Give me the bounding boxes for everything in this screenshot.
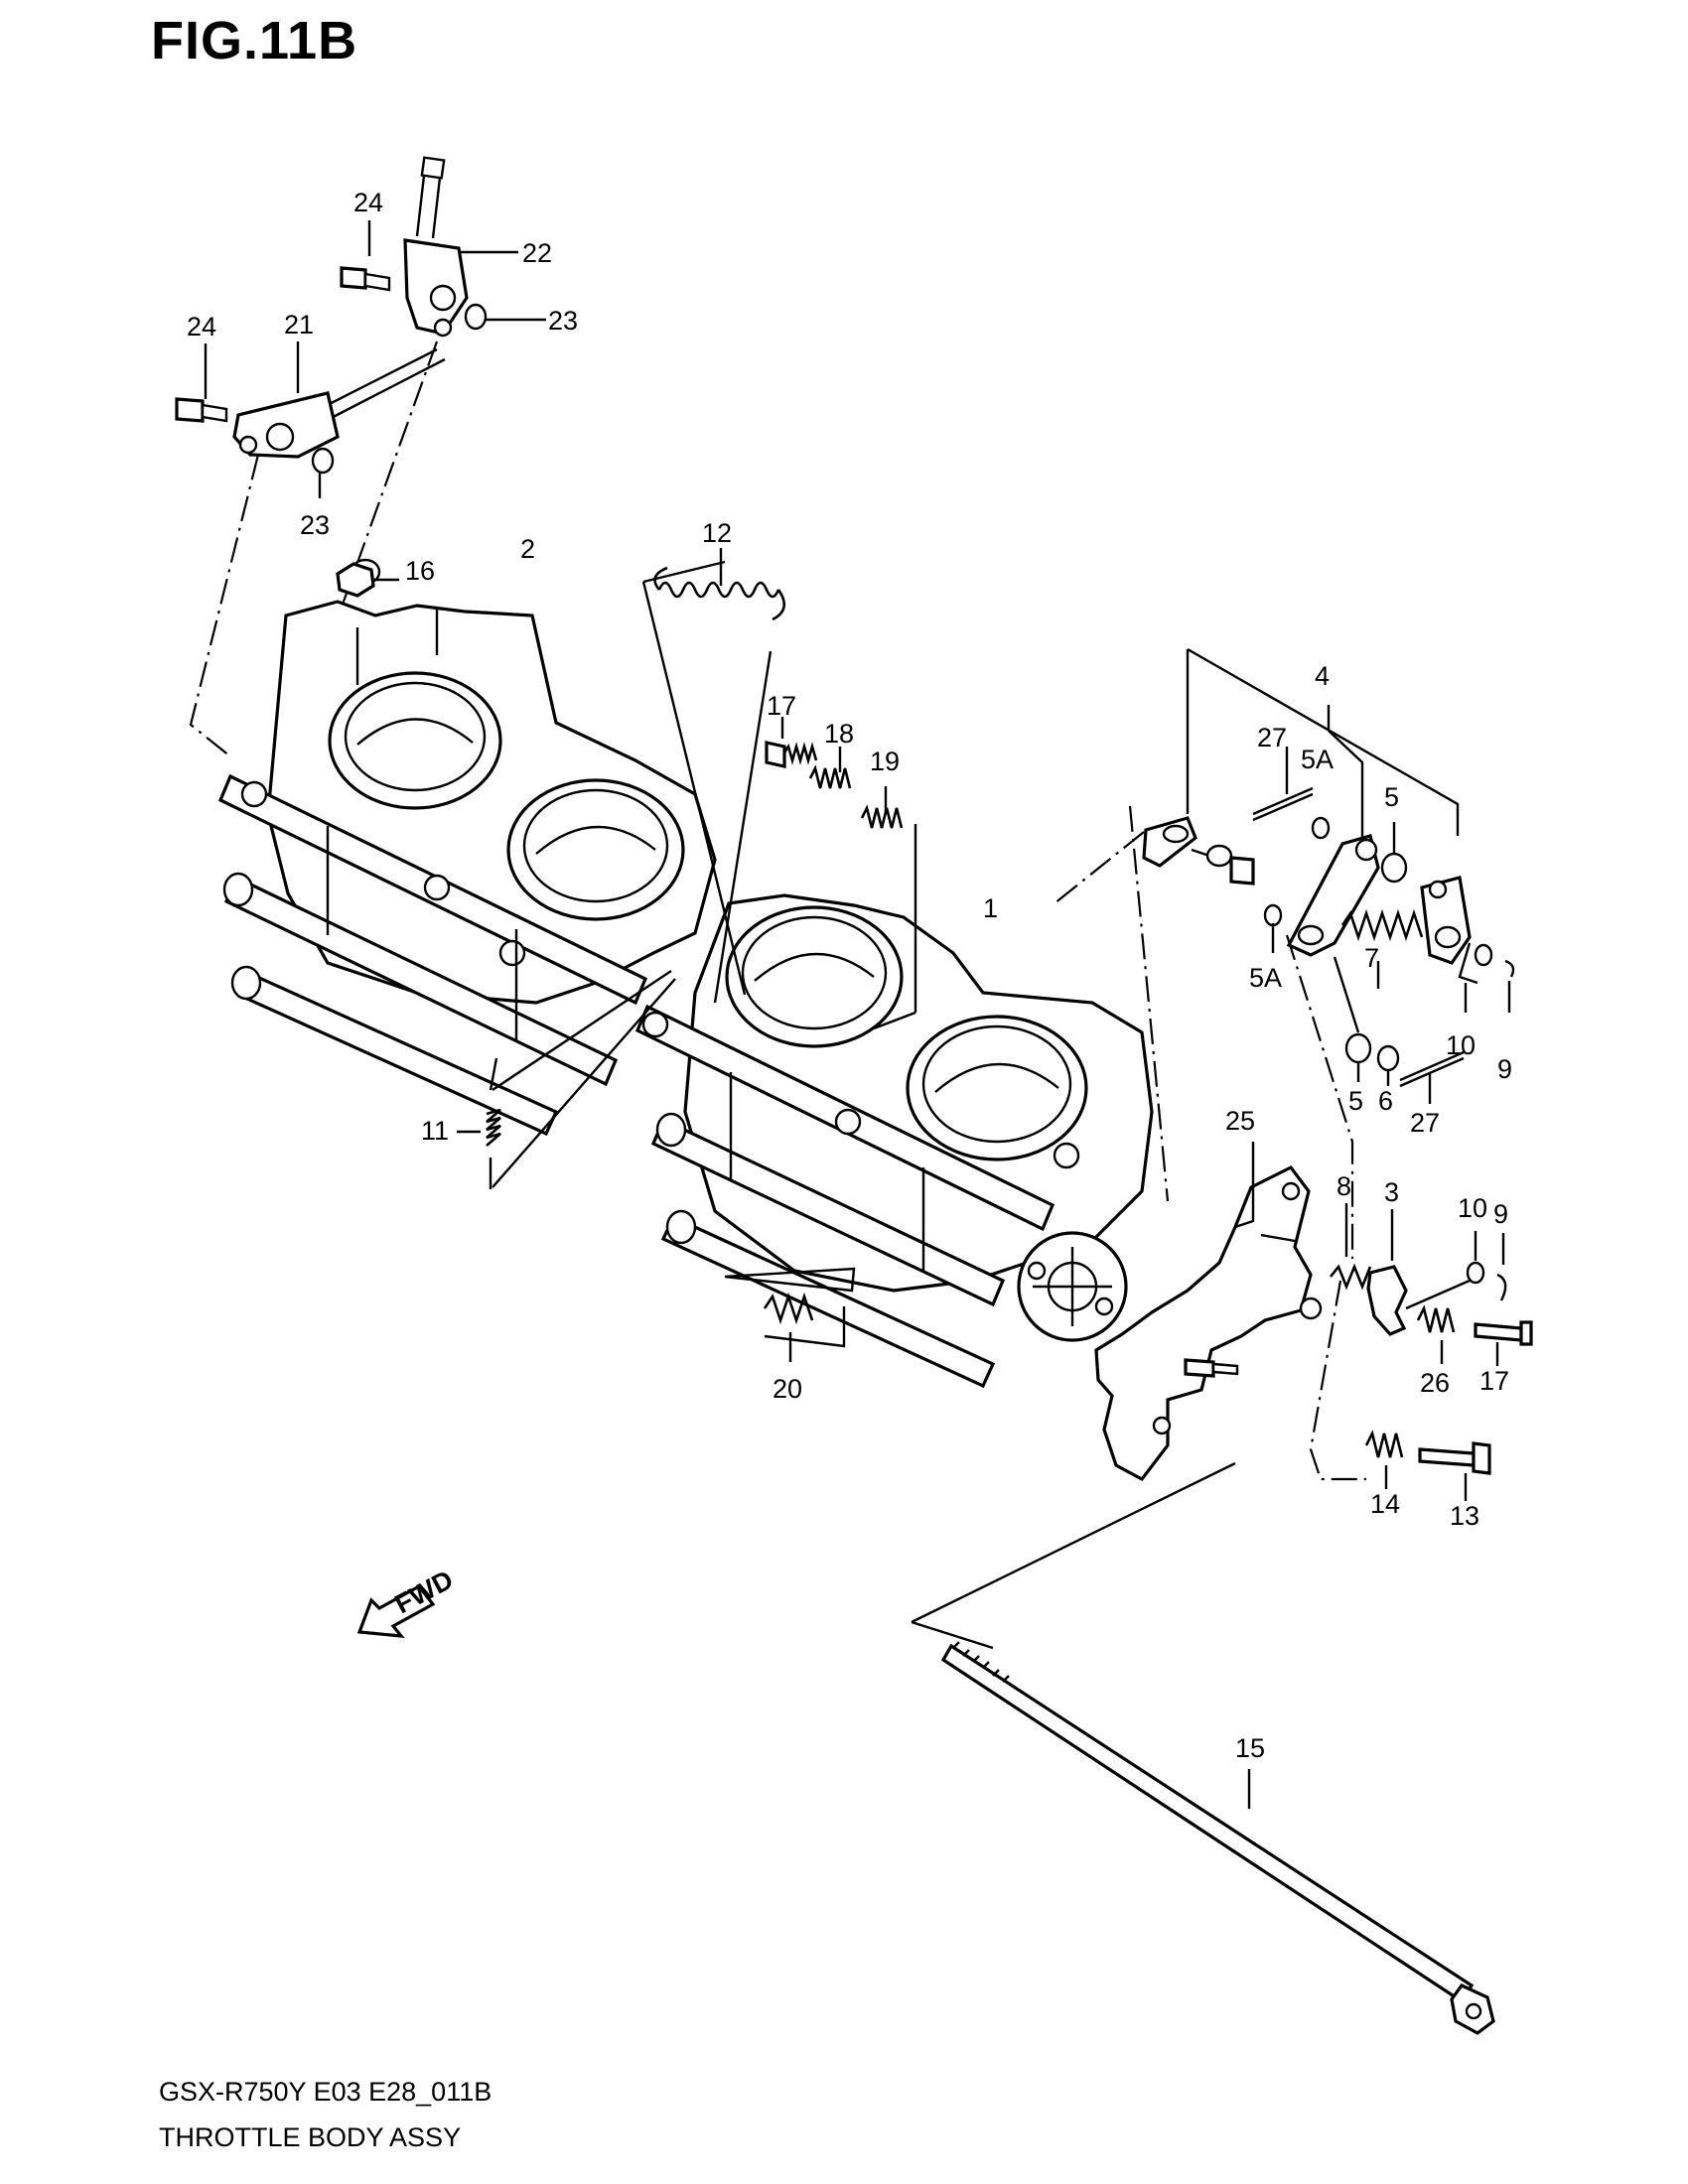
sensor-group: [175, 156, 546, 757]
long-bolt-15: [911, 1461, 1495, 2035]
bracket-25-group: [1094, 1142, 1533, 1501]
label-25: 25: [1225, 1106, 1255, 1136]
label-4: 4: [1315, 661, 1330, 691]
label-20: 20: [773, 1374, 802, 1404]
label-6: 6: [1378, 1086, 1393, 1116]
label-9-top: 9: [1497, 1054, 1512, 1084]
label-14: 14: [1370, 1489, 1400, 1519]
part-labels: 24 22 23 24 21 23 12 2 16 4 17 18 27 5A …: [187, 188, 1512, 1763]
spring-12: [641, 548, 786, 1004]
label-27-top: 27: [1257, 723, 1287, 752]
throttle-body-1: [634, 893, 1154, 1389]
label-13: 13: [1450, 1501, 1479, 1531]
label-2: 2: [520, 534, 535, 564]
label-5-bottom: 5: [1348, 1086, 1363, 1116]
model-code: GSX-R750Y E03 E28_011B: [159, 2077, 492, 2107]
label-27-bottom: 27: [1410, 1108, 1440, 1138]
label-23-below: 23: [300, 510, 330, 540]
screw-17-springs-18-19: [765, 717, 917, 1030]
label-1: 1: [983, 893, 998, 923]
nut-16: [336, 562, 399, 598]
label-12: 12: [702, 518, 732, 548]
label-11: 11: [421, 1116, 449, 1146]
fwd-arrow-icon: FWD: [356, 1565, 458, 1638]
label-8: 8: [1336, 1171, 1351, 1201]
label-19: 19: [870, 747, 900, 776]
label-5A-bottom: 5A: [1249, 963, 1282, 993]
label-23-right: 23: [548, 306, 578, 336]
label-15: 15: [1235, 1733, 1265, 1763]
fwd-arrow-text: FWD: [390, 1565, 458, 1619]
label-9-bottom: 9: [1493, 1199, 1508, 1229]
label-24-left: 24: [187, 312, 216, 341]
label-10-bottom: 10: [1458, 1193, 1487, 1223]
spring-11: [457, 970, 676, 1189]
label-5A-top: 5A: [1301, 745, 1334, 774]
linkage-group-4: [1054, 647, 1515, 1259]
label-17-bottom: 17: [1479, 1366, 1509, 1396]
label-7: 7: [1364, 943, 1379, 973]
figure-title: FIG.11B: [151, 11, 358, 70]
label-18: 18: [824, 719, 854, 749]
label-24-top: 24: [353, 188, 383, 217]
label-17-top: 17: [767, 691, 796, 721]
label-22: 22: [522, 238, 552, 268]
throttle-body-2: [217, 558, 717, 1137]
label-16: 16: [405, 556, 435, 586]
label-3: 3: [1384, 1177, 1399, 1207]
label-21: 21: [284, 310, 314, 340]
label-26: 26: [1420, 1368, 1450, 1398]
label-10-top: 10: [1446, 1030, 1476, 1060]
assembly-title: THROTTLE BODY ASSY: [159, 2122, 462, 2152]
spring-20: [724, 1267, 856, 1362]
label-5-top: 5: [1384, 782, 1399, 812]
